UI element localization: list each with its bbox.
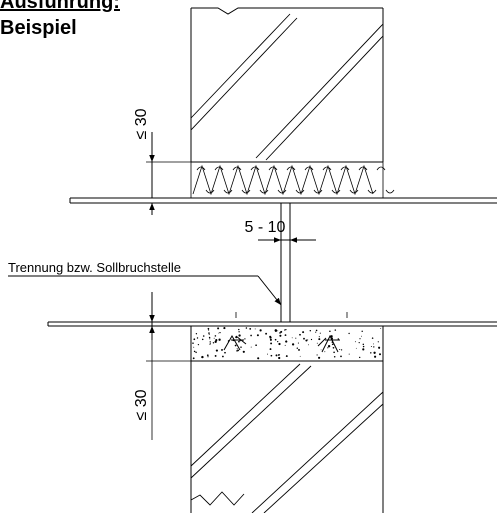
- separation-gap: [280, 203, 291, 322]
- screed-layer: [190, 325, 384, 362]
- upper-slab: [69, 197, 497, 204]
- upper-wall: [190, 7, 384, 163]
- lower-slab: [47, 312, 497, 327]
- insulation-layer: [190, 161, 395, 199]
- separation-note-label: Trennung bzw. Sollbruchstelle: [8, 260, 181, 275]
- heading-subtitle: Beispiel: [0, 17, 77, 39]
- gap-width-label: 5 - 10: [245, 219, 286, 236]
- lower-wall: [190, 360, 384, 513]
- dimension-bottom-clearance: [146, 292, 191, 440]
- dimension-top-clearance: [146, 132, 191, 215]
- separation-note-leader: [8, 275, 282, 306]
- bottom-clearance-label: ≤ 30: [133, 389, 150, 420]
- top-clearance-label: ≤ 30: [133, 108, 150, 139]
- heading-title: Ausführung:: [0, 0, 120, 13]
